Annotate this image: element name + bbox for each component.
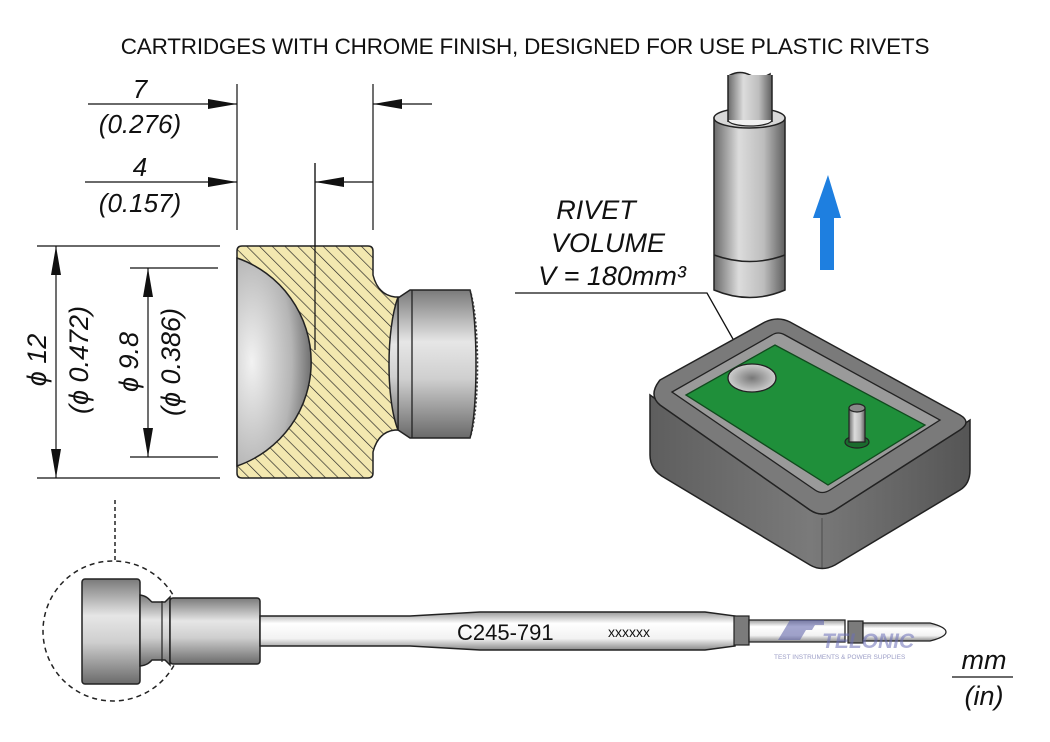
diameter-outer-in: (ϕ 0.472): [64, 306, 94, 414]
telonic-watermark: TELONIC TEST INSTRUMENTS & POWER SUPPLIE…: [774, 620, 915, 661]
rivet-dimple: [727, 363, 777, 393]
length-total-mm: 7: [133, 74, 149, 104]
spherical-cavity: [236, 256, 312, 468]
diameter-outer-mm: ϕ 12: [22, 334, 52, 387]
diameter-inner-in: (ϕ 0.386): [156, 308, 186, 416]
dimension-diameter-outer: [37, 245, 220, 479]
rivet-label-line3: V = 180mm³: [538, 261, 687, 291]
length-total-in: (0.276): [99, 109, 181, 139]
dimension-length-total: [88, 84, 432, 230]
diagram-title: CARTRIDGES WITH CHROME FINISH, DESIGNED …: [120, 34, 930, 59]
units-secondary: (in): [965, 681, 1004, 711]
rivet-label-line2: VOLUME: [551, 228, 666, 258]
rivet-label-line1: RIVET: [556, 195, 638, 225]
length-cavity-in: (0.157): [99, 188, 181, 218]
dimension-diameter-inner: [130, 267, 218, 458]
telonic-tagline: TEST INSTRUMENTS & POWER SUPPLIES: [774, 654, 906, 661]
length-cavity-mm: 4: [133, 152, 147, 182]
lift-arrow-icon: [813, 175, 841, 270]
cartridge-iso-view: [713, 71, 786, 299]
units-legend: mm (in): [952, 645, 1013, 711]
units-primary: mm: [962, 645, 1007, 675]
cartridge-model-label: C245-791: [457, 620, 554, 645]
cartridge-serial-label: xxxxxx: [608, 624, 650, 640]
telonic-brand: TELONIC: [822, 630, 915, 653]
cartridge-tip-section: [236, 163, 479, 479]
pcb-fixture-block: [649, 318, 971, 570]
diameter-inner-mm: ϕ 9.8: [114, 332, 144, 392]
cartridge-side-view: [42, 500, 947, 702]
